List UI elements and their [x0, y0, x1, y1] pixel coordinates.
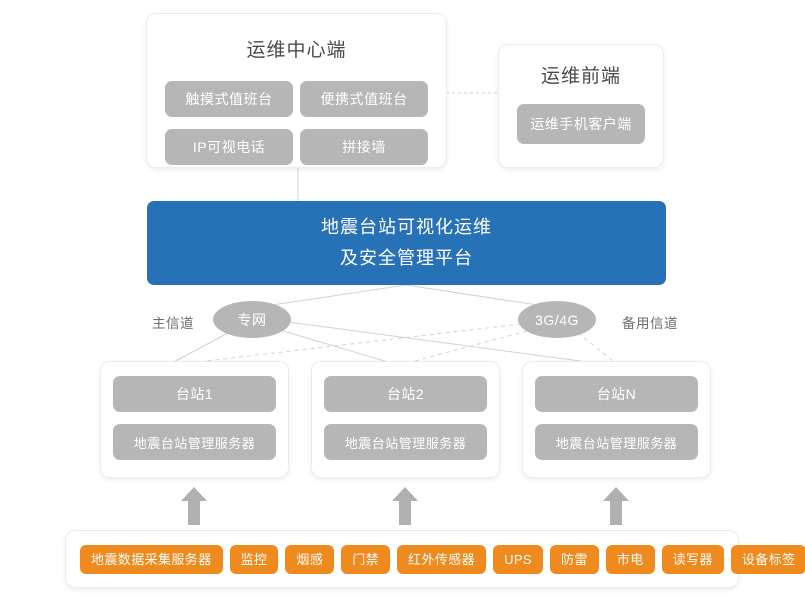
ops-center-item-portable-duty-console[interactable]: 便携式值班台: [300, 81, 428, 117]
device-tag-equipment-label[interactable]: 设备标签: [730, 544, 805, 574]
device-tag-surveillance[interactable]: 监控: [229, 544, 279, 574]
device-tag-ups[interactable]: UPS: [493, 544, 543, 574]
device-tag-seismic-data-acquisition-server[interactable]: 地震数据采集服务器: [80, 544, 223, 574]
station-2-server[interactable]: 地震台站管理服务器: [324, 424, 487, 460]
ops-center-panel: 运维中心端 触摸式值班台 便携式值班台 IP可视电话 拼接墙: [147, 14, 446, 167]
backup-channel-node[interactable]: 3G/4G: [518, 301, 596, 338]
ops-center-title: 运维中心端: [246, 40, 347, 61]
device-tag-card-reader[interactable]: 读写器: [661, 544, 724, 574]
platform-title-line-1: 地震台站可视化运维: [321, 217, 492, 237]
device-tag-mains-power[interactable]: 市电: [605, 544, 655, 574]
ops-center-item-ip-video-phone[interactable]: IP可视电话: [165, 129, 293, 165]
station-2-name[interactable]: 台站2: [324, 376, 487, 412]
wire-backup-to-station-3: [577, 332, 619, 366]
ops-center-item-video-wall[interactable]: 拼接墙: [300, 129, 428, 165]
platform-banner: 地震台站可视化运维 及安全管理平台: [147, 201, 666, 285]
ops-frontend-item-mobile-client[interactable]: 运维手机客户端: [517, 104, 645, 144]
station-3-server[interactable]: 地震台站管理服务器: [535, 424, 698, 460]
station-1-name[interactable]: 台站1: [113, 376, 276, 412]
station-3-name[interactable]: 台站N: [535, 376, 698, 412]
wire-backup-to-station-2: [399, 330, 528, 366]
platform-title-line-2: 及安全管理平台: [340, 248, 473, 268]
device-layer-panel: 地震数据采集服务器 监控 烟感 门禁 红外传感器 UPS 防雷 市电 读写器 设…: [66, 531, 805, 587]
ops-frontend-panel: 运维前端 运维手机客户端: [499, 45, 663, 167]
main-channel-node[interactable]: 专网: [213, 301, 291, 338]
backup-channel-label: 备用信道: [622, 316, 678, 331]
up-arrow-icon-station-3: [603, 487, 629, 525]
device-tag-access-control[interactable]: 门禁: [341, 544, 391, 574]
up-arrow-icon-station-1: [181, 487, 207, 525]
up-arrow-icon-station-2: [392, 487, 418, 525]
station-panel-2: 台站2 地震台站管理服务器: [312, 362, 499, 477]
wire-main-to-station-1: [167, 332, 229, 366]
device-tag-infrared-sensor[interactable]: 红外传感器: [397, 544, 487, 574]
station-panel-3: 台站N 地震台站管理服务器: [523, 362, 710, 477]
station-panel-1: 台站1 地震台站管理服务器: [101, 362, 288, 477]
main-channel-label: 主信道: [152, 316, 194, 331]
device-tag-lightning-protection[interactable]: 防雷: [550, 544, 599, 574]
wire-main-to-station-2: [279, 329, 399, 366]
ops-center-item-touch-duty-console[interactable]: 触摸式值班台: [165, 81, 293, 117]
station-1-server[interactable]: 地震台站管理服务器: [113, 424, 276, 460]
ops-frontend-title: 运维前端: [540, 66, 621, 87]
device-tag-smoke-detector[interactable]: 烟感: [285, 544, 335, 574]
